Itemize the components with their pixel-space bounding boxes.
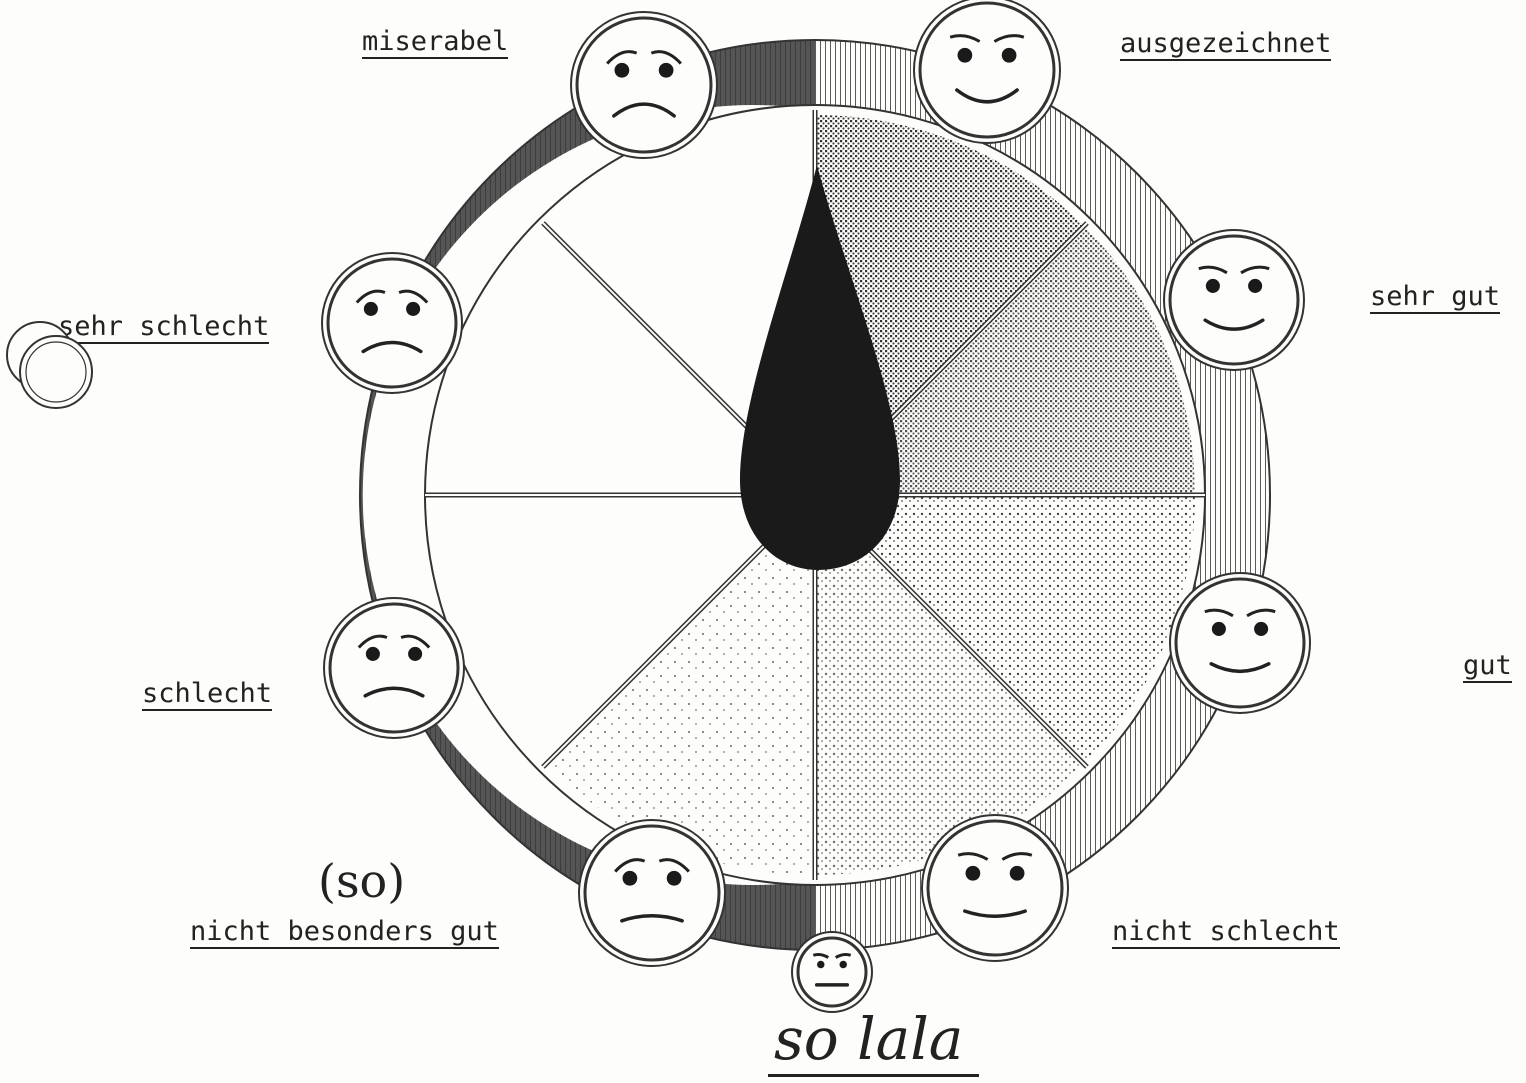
label-schlecht: schlecht (142, 680, 272, 711)
label-nicht-besonders-gut: nicht besonders gut (190, 918, 499, 949)
very-happy-face-icon (914, 0, 1060, 143)
slightly-sad-face-icon (579, 820, 725, 966)
handwritten-so-lala: so lala (768, 1010, 979, 1077)
handwritten-so: (so) (318, 858, 405, 904)
slightly-happy-face-icon (922, 815, 1068, 961)
happy-face-icon (1164, 230, 1304, 370)
neutral-face-icon (792, 932, 872, 1012)
label-ausgezeichnet: ausgezeichnet (1120, 30, 1331, 61)
label-nicht-schlecht: nicht schlecht (1112, 918, 1340, 949)
very-sad-face-icon (571, 12, 717, 158)
label-sehr-gut: sehr gut (1370, 283, 1500, 314)
stray-circles (0, 310, 110, 420)
smiling-face-icon (1170, 573, 1310, 713)
sad-face-icon (322, 253, 462, 393)
label-miserabel: miserabel (362, 28, 508, 59)
frowning-face-icon (324, 598, 464, 738)
label-gut: gut (1463, 652, 1512, 683)
